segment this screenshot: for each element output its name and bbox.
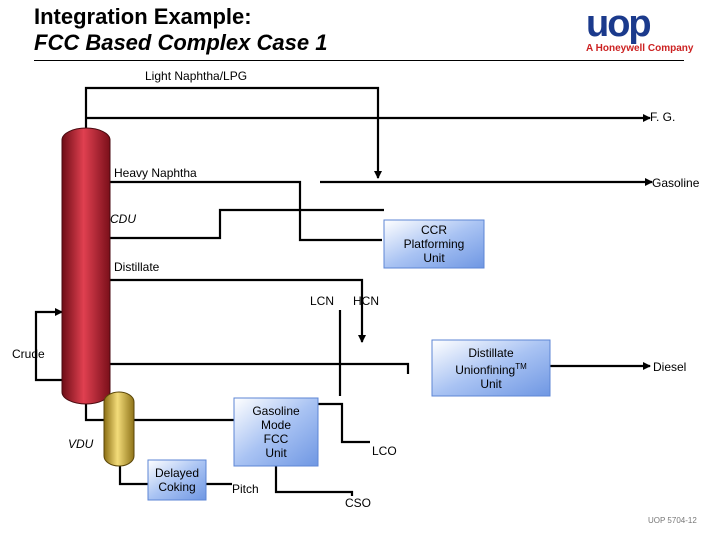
label-heavy-naphtha: Heavy Naphtha (114, 166, 197, 180)
delayed-coking-unit: Delayed Coking (148, 464, 206, 496)
label-vdu: VDU (68, 437, 94, 451)
unionfining-line2: UnionfiningTM (455, 360, 527, 377)
ccr-platforming-box (383, 219, 485, 269)
ccr-line3: Unit (423, 251, 445, 265)
fcc-line4: Unit (265, 446, 287, 460)
unionfining-unit: Distillate UnionfiningTM Unit (432, 345, 550, 391)
label-crude: Crude (12, 347, 45, 361)
vdu-column (103, 391, 135, 467)
label-gasoline: Gasoline (652, 176, 700, 190)
line-crude (34, 308, 64, 382)
coking-line1: Delayed (154, 466, 200, 480)
coking-box (147, 459, 207, 501)
fcc-unit: Gasoline Mode FCC Unit (234, 402, 318, 462)
line-crude-to-unionfining (110, 362, 410, 374)
label-cdu: CDU (110, 212, 136, 226)
fcc-line3: FCC (263, 432, 289, 446)
line-cso (274, 466, 354, 496)
label-light-naphtha-lpg: Light Naphtha/LPG (145, 69, 248, 83)
ccr-line2: Platforming (403, 237, 465, 251)
line-vdu-to-coking (118, 460, 148, 486)
label-hcn: HCN (353, 294, 379, 308)
label-pitch: Pitch (232, 482, 259, 496)
unionfining-line3: Unit (480, 376, 502, 391)
fcc-line1: Gasoline (252, 404, 300, 418)
fcc-line2: Mode (260, 418, 292, 432)
line-distillate-to-unionfining (110, 278, 366, 343)
logo-tagline: A Honeywell Company (586, 43, 694, 54)
unionfining-box (431, 339, 551, 397)
unionfining-name: Unionfining (455, 362, 516, 377)
ccr-line1: CCR (421, 223, 447, 237)
label-lcn: LCN (310, 294, 335, 308)
line-light-naphtha (84, 86, 382, 179)
line-lco (318, 402, 370, 444)
trademark-mark: TM (515, 361, 527, 371)
line-distillate (110, 208, 384, 240)
footer-code: UOP 5704-12 (648, 516, 697, 525)
page-title-line2: FCC Based Complex Case 1 (34, 30, 328, 55)
label-lco: LCO (372, 444, 397, 458)
coking-line2: Coking (158, 480, 196, 494)
label-diesel: Diesel (653, 360, 687, 374)
label-cso: CSO (345, 496, 372, 510)
fcc-box (233, 397, 319, 467)
uop-logo: uop (586, 3, 652, 45)
label-fg: F. G. (650, 110, 676, 124)
cdu-column (61, 127, 111, 405)
ccr-platforming-unit: CCR Platforming Unit (384, 222, 484, 266)
unionfining-line1: Distillate (468, 345, 514, 360)
page-title-line1: Integration Example: (34, 4, 252, 29)
line-cdu-to-vdu (84, 400, 104, 422)
label-distillate: Distillate (114, 260, 160, 274)
title-underline (34, 60, 684, 61)
